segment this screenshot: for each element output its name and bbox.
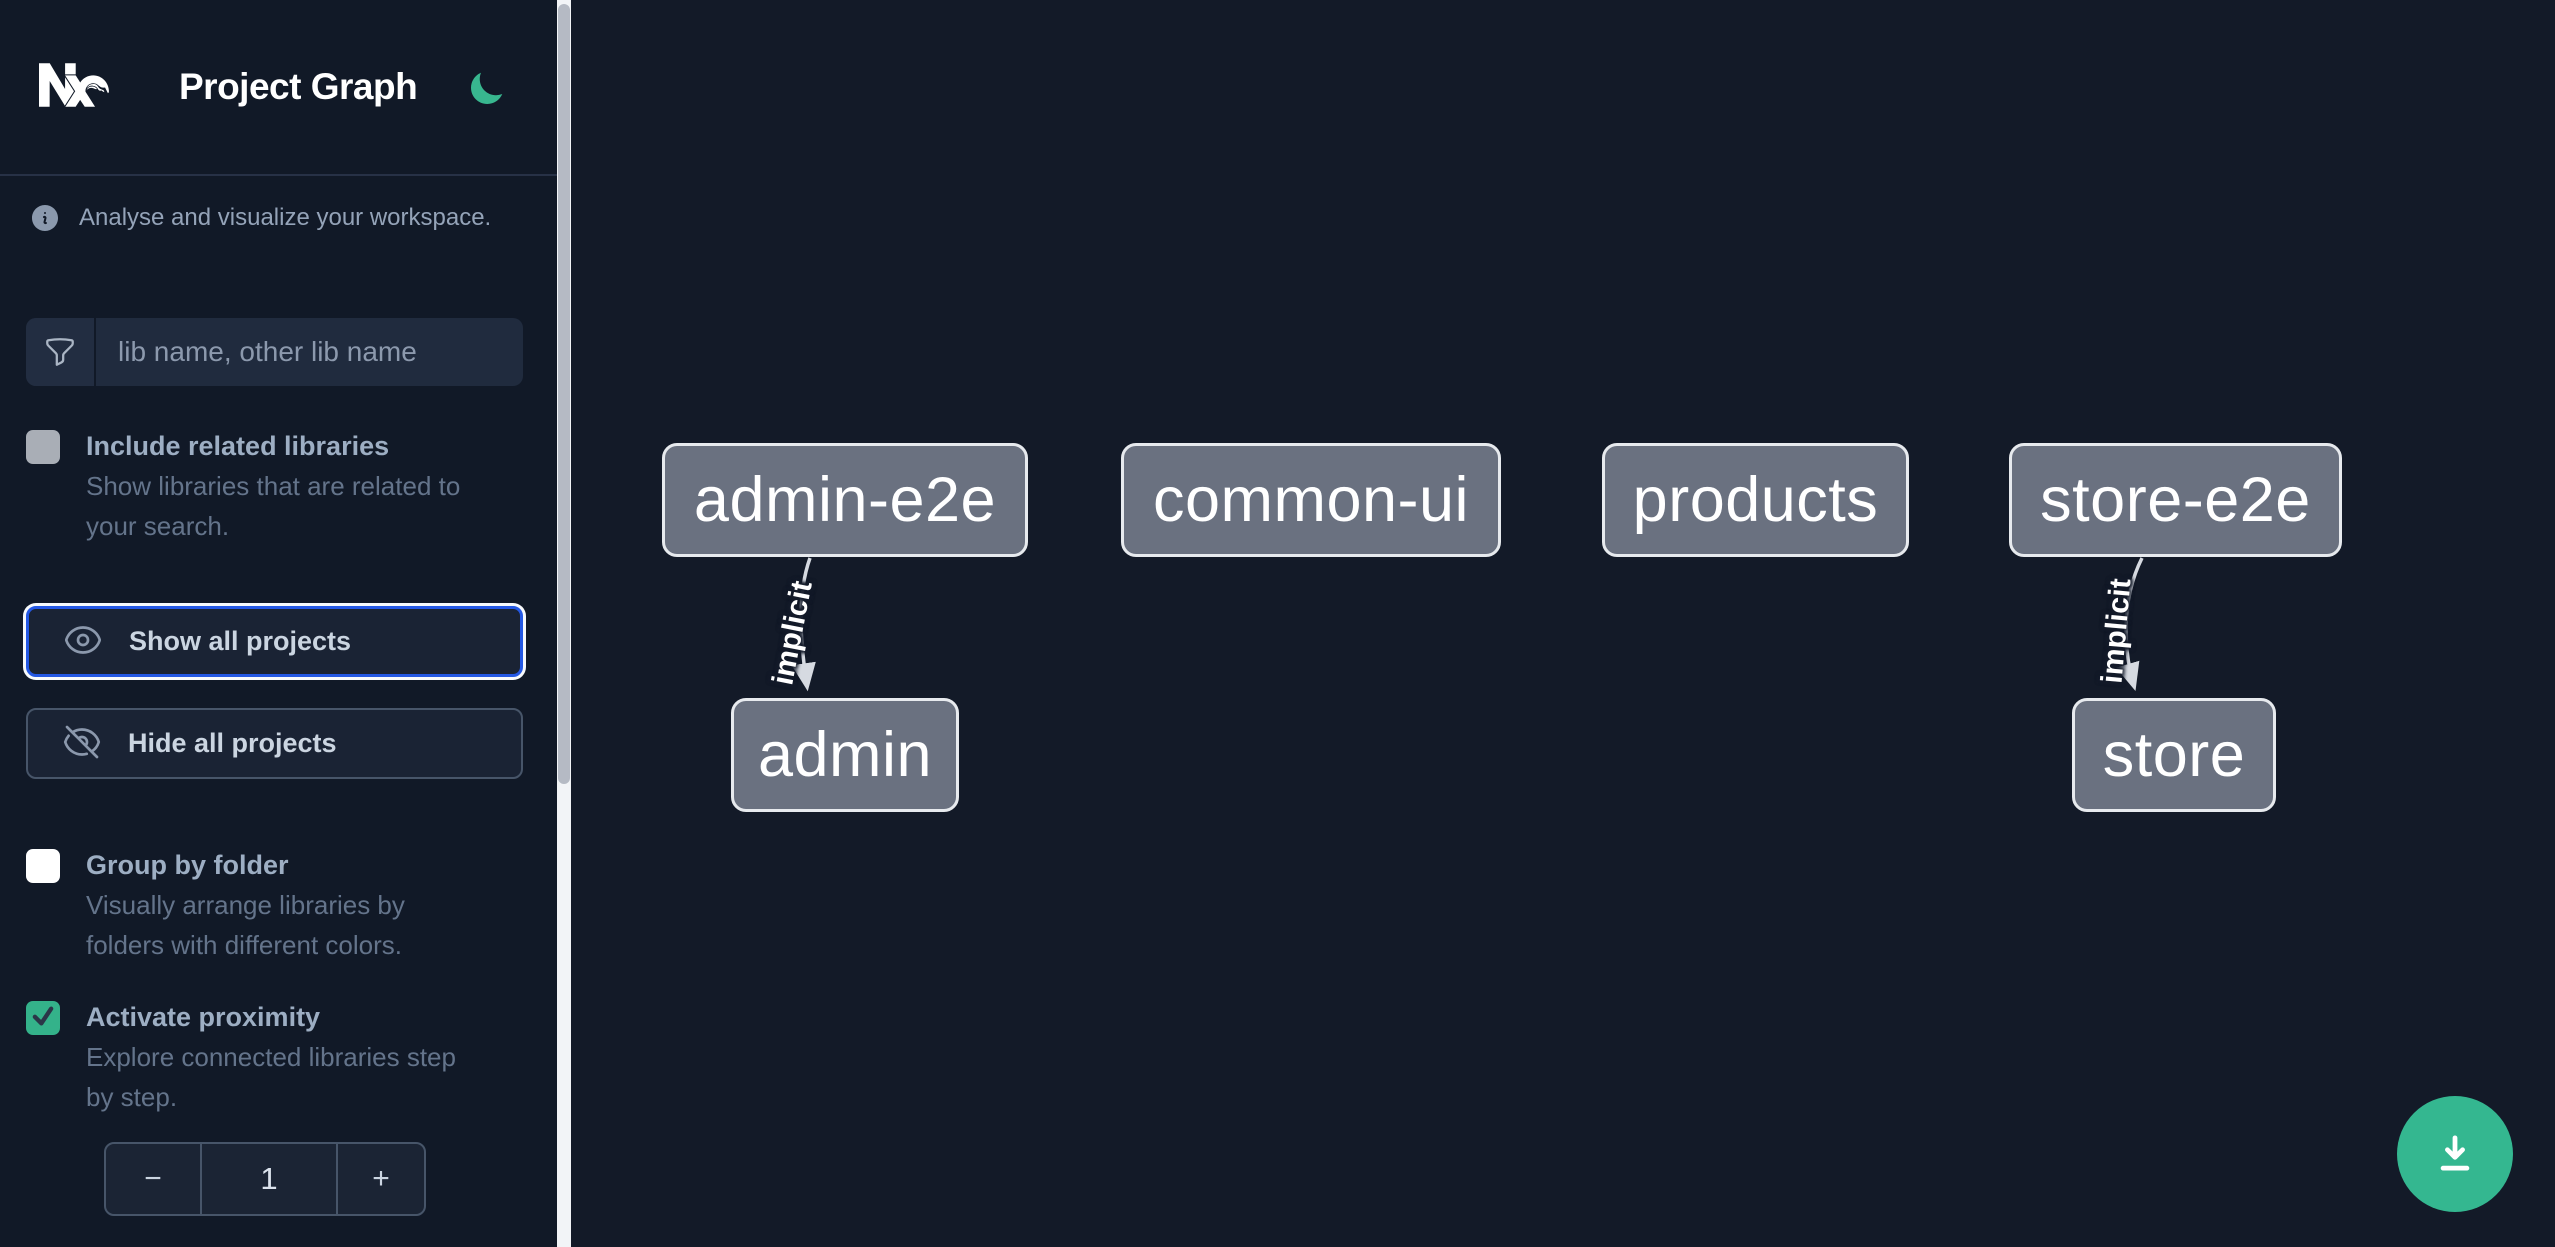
info-icon xyxy=(29,202,61,234)
page-title: Project Graph xyxy=(179,66,418,107)
check-icon xyxy=(30,1003,56,1034)
toggle-description: Explore connected libraries step by step… xyxy=(86,1042,456,1112)
graph-node-admin-e2e[interactable]: admin-e2e xyxy=(662,443,1028,557)
nx-logo xyxy=(26,50,122,120)
toggle-description: Visually arrange libraries by folders wi… xyxy=(86,890,405,960)
hide-all-projects-label: Hide all projects xyxy=(128,728,337,758)
sidebar-header: Project Graph xyxy=(0,0,557,174)
graph-node-store-e2e[interactable]: store-e2e xyxy=(2009,443,2342,557)
activate-proximity-checkbox[interactable] xyxy=(26,1001,60,1035)
proximity-value: 1 xyxy=(260,1161,278,1196)
graph-node-admin[interactable]: admin xyxy=(731,698,959,812)
sidebar-scrollbar-track xyxy=(557,0,571,1247)
graph-node-common-ui[interactable]: common-ui xyxy=(1121,443,1501,557)
eye-slash-icon xyxy=(62,722,102,765)
edges-layer xyxy=(791,557,2144,692)
graph-node-store[interactable]: store xyxy=(2072,698,2276,812)
hide-all-projects-button[interactable]: Hide all projects xyxy=(26,708,523,779)
show-all-projects-label: Show all projects xyxy=(129,626,352,656)
filter-icon xyxy=(26,318,96,386)
proximity-stepper: − 1 + xyxy=(104,1142,426,1216)
decrement-button[interactable]: − xyxy=(106,1144,202,1214)
download-button[interactable] xyxy=(2397,1096,2513,1212)
toggle-label: Group by folder xyxy=(86,850,289,880)
toggle-label: Activate proximity xyxy=(86,1002,321,1032)
workspace-info: Analyse and visualize your workspace. xyxy=(29,202,529,234)
graph-node-products[interactable]: products xyxy=(1602,443,1909,557)
toggle-include-related: Include related libraries Show libraries… xyxy=(26,426,526,546)
toggle-description: Show libraries that are related to your … xyxy=(86,471,461,541)
theme-toggle-button[interactable] xyxy=(464,68,508,112)
show-all-projects-button[interactable]: Show all projects xyxy=(26,606,523,677)
moon-icon xyxy=(466,72,506,112)
sidebar: Project Graph Analyse and visualize your… xyxy=(0,0,557,1247)
include-related-checkbox[interactable] xyxy=(26,430,60,464)
download-icon xyxy=(2429,1127,2481,1182)
header-divider xyxy=(0,174,557,176)
edge-store-e2e-to-store[interactable] xyxy=(2115,557,2144,692)
info-text: Analyse and visualize your workspace. xyxy=(79,204,492,231)
search-input[interactable] xyxy=(96,318,523,386)
eye-icon xyxy=(63,620,103,663)
increment-button[interactable]: + xyxy=(336,1144,424,1214)
graph-canvas[interactable]: admin-e2e common-ui products store-e2e admin… xyxy=(571,0,2555,1247)
toggle-label: Include related libraries xyxy=(86,431,390,461)
search-box xyxy=(26,318,523,386)
toggle-group-by-folder: Group by folder Visually arrange librari… xyxy=(26,845,526,965)
toggle-activate-proximity: Activate proximity Explore connected lib… xyxy=(26,997,526,1117)
sidebar-scrollbar-thumb[interactable] xyxy=(558,4,570,784)
edge-admin-e2e-to-admin[interactable] xyxy=(791,557,816,692)
group-by-folder-checkbox[interactable] xyxy=(26,849,60,883)
